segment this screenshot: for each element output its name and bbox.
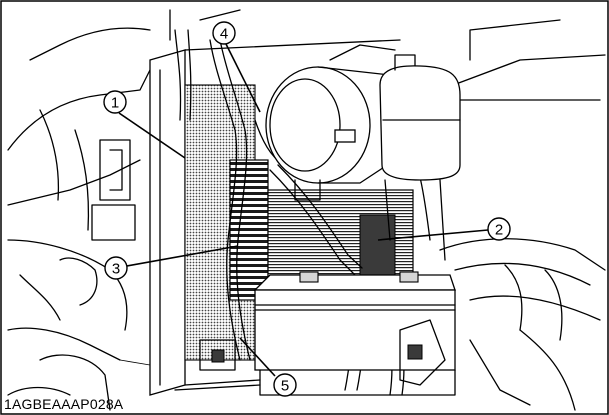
condenser-bracket	[359, 214, 396, 276]
lower-bracket	[119, 319, 446, 391]
leader-line-5	[239, 337, 276, 377]
oil-cooler	[229, 159, 269, 301]
callout-5: 5	[273, 373, 297, 397]
radiator-frame	[149, 39, 401, 396]
callout-3: 3	[104, 256, 128, 280]
leader-line-2	[377, 229, 489, 241]
tractor-left-body	[7, 9, 241, 411]
tractor-right-body	[439, 19, 606, 411]
callout-4-number: 4	[220, 26, 228, 43]
leader-line-4	[225, 43, 261, 113]
figure-id-label: 1AGBEAAAP028A	[4, 396, 124, 412]
reserve-tank	[379, 54, 461, 261]
callout-5-number: 5	[281, 378, 289, 395]
leader-line-1	[118, 112, 186, 159]
battery	[253, 271, 456, 396]
callout-3-number: 3	[112, 261, 120, 278]
callout-2-number: 2	[495, 222, 503, 239]
callout-1-number: 1	[111, 95, 119, 112]
callout-leaders	[118, 43, 489, 377]
callout-2: 2	[487, 217, 511, 241]
leader-line-3	[126, 245, 239, 267]
callout-4: 4	[212, 21, 236, 45]
callout-1: 1	[103, 90, 127, 114]
air-cleaner	[265, 44, 411, 201]
